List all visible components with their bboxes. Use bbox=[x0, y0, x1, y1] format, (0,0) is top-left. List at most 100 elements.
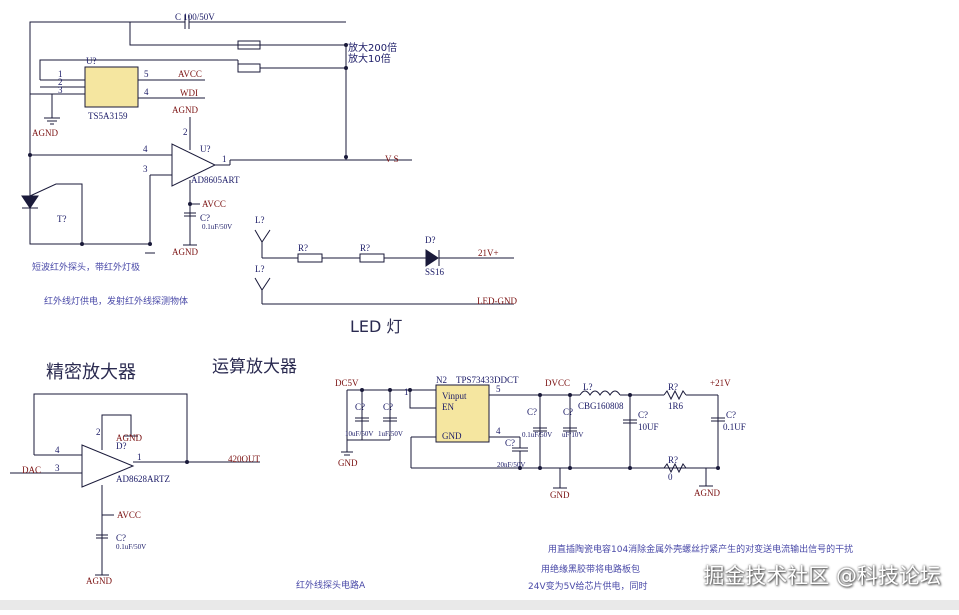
ldo-part: TPS73433DDCT bbox=[456, 375, 519, 385]
note-24v-to-5v: 24V变为5V给芯片供电，同时 bbox=[528, 580, 648, 592]
c-in1-val: 10uF/50V bbox=[345, 430, 373, 438]
net-agnd-d: AGND bbox=[116, 433, 142, 443]
ldo-ref: N2 bbox=[436, 375, 447, 385]
precision-c-ref: C? bbox=[116, 533, 126, 543]
inductor-part: CBG160808 bbox=[578, 401, 624, 411]
led-resistor-1 bbox=[297, 253, 323, 263]
mux-pin5: 5 bbox=[144, 69, 149, 79]
net-420out: 420OUT bbox=[228, 454, 260, 464]
ferrite-bead bbox=[579, 390, 621, 396]
junctions bbox=[28, 43, 720, 470]
net-agnd-c: AGND bbox=[172, 247, 198, 257]
net-agnd-right: AGND bbox=[694, 488, 720, 498]
c-in2-ref: C? bbox=[383, 402, 393, 412]
c-right-ref: C? bbox=[726, 410, 736, 420]
mux-chip-body bbox=[84, 66, 139, 108]
opamp-d-pin2: 2 bbox=[96, 427, 101, 437]
mux-pin2: 2 bbox=[58, 77, 63, 87]
opamp-d-pin3: 3 bbox=[55, 463, 60, 473]
c-in2-val: 1uF/50V bbox=[378, 430, 403, 438]
mux-pin1: 1 bbox=[58, 69, 63, 79]
net-dvcc: DVCC bbox=[545, 378, 570, 388]
note-insulation: 用绝缘黑胶带将电路板包 bbox=[541, 563, 640, 575]
opamp-u-pin2: 2 bbox=[183, 127, 188, 137]
ldo-pin4: 4 bbox=[496, 426, 501, 436]
net-dc5v: DC5V bbox=[335, 378, 359, 388]
r1-val: 1R6 bbox=[668, 401, 684, 411]
ldo-vinput: Vinput bbox=[442, 391, 467, 401]
c-bypass-val: 0.1uF/50V bbox=[202, 223, 232, 231]
bottom-scrollbar[interactable] bbox=[0, 600, 959, 610]
net-wdi: WDI bbox=[180, 88, 198, 98]
probe-circuit-label: 红外线探头电路A bbox=[296, 579, 366, 591]
net-led-gnd: LED-GND bbox=[477, 296, 517, 306]
led-l1: L? bbox=[255, 215, 265, 225]
net-avcc-d: AVCC bbox=[117, 510, 141, 520]
r2-val: 0 bbox=[668, 472, 673, 482]
net-21v: 21V+ bbox=[478, 248, 499, 258]
r2-ref: R? bbox=[668, 455, 678, 465]
opamp-d-pin1: 1 bbox=[137, 452, 142, 462]
net-gnd-left: GND bbox=[338, 458, 358, 468]
gain-10x-label: 放大10倍 bbox=[348, 52, 391, 65]
feedback-wire bbox=[29, 21, 347, 157]
precision-c-val: 0.1uF/50V bbox=[116, 543, 146, 551]
opamp-d-body bbox=[81, 444, 135, 488]
net-plus-21v: +21V bbox=[710, 378, 731, 388]
opamp-u-body bbox=[171, 143, 217, 187]
opamp-u-pin4: 4 bbox=[143, 144, 148, 154]
led-diode bbox=[425, 249, 439, 267]
net-agnd-mux: AGND bbox=[32, 128, 58, 138]
mux-ref: U? bbox=[86, 56, 97, 66]
precision-amp-title: 精密放大器 bbox=[46, 362, 136, 383]
opamp-u-part: AD8605ART bbox=[191, 175, 240, 185]
inductor-ref: L? bbox=[583, 382, 593, 392]
c-out2-ref: C? bbox=[563, 407, 573, 417]
resistor-r2 bbox=[663, 462, 687, 474]
led-r2: R? bbox=[360, 243, 370, 253]
opamp-title: 运算放大器 bbox=[212, 357, 297, 377]
c-out1-val: 0.1uF/50V bbox=[522, 431, 552, 439]
led-d-ref: D? bbox=[425, 235, 436, 245]
ldo-pin5: 5 bbox=[496, 384, 501, 394]
watermark: 掘金技术社区 @科技论坛 bbox=[703, 564, 941, 588]
c-right-val: 0.1UF bbox=[723, 422, 746, 432]
ldo-chip-body bbox=[435, 384, 490, 443]
net-agnd-d-bottom: AGND bbox=[86, 576, 112, 586]
r1-ref: R? bbox=[668, 382, 678, 392]
opamp-d-part: AD8628ARTZ bbox=[116, 474, 170, 484]
resistor-10x bbox=[237, 63, 261, 73]
net-agnd-u: AGND bbox=[172, 105, 198, 115]
opamp-d-ref: D? bbox=[116, 441, 127, 451]
wires bbox=[10, 15, 725, 576]
c-mid-ref: C? bbox=[638, 410, 648, 420]
mux-pin4: 4 bbox=[144, 87, 149, 97]
led-d-part: SS16 bbox=[425, 267, 445, 277]
led-resistor-2 bbox=[359, 253, 385, 263]
sensor-diode bbox=[21, 195, 39, 209]
c-bypass-ref: C? bbox=[200, 213, 210, 223]
mux-part: TS5A3159 bbox=[88, 111, 128, 121]
c-feedback-label: C 100/50V bbox=[175, 12, 215, 22]
net-vs: V S bbox=[385, 154, 399, 164]
sensor-ref: T? bbox=[57, 214, 67, 224]
c-out2-val: uF/10V bbox=[562, 431, 583, 439]
c-out1-ref: C? bbox=[527, 407, 537, 417]
led-title: LED 灯 bbox=[350, 317, 402, 336]
led-r1: R? bbox=[298, 243, 308, 253]
ldo-pin1: 1 bbox=[404, 387, 409, 397]
note-ceramic-cap: 用直插陶瓷电容104消除金属外壳螺丝拧紧产生的对变送电流输出信号的干扰 bbox=[548, 543, 853, 555]
resistor-r1 bbox=[663, 389, 687, 401]
net-dac: DAC bbox=[22, 465, 41, 475]
led-l2: L? bbox=[255, 264, 265, 274]
opamp-d-pin4: 4 bbox=[55, 445, 60, 455]
c-nr-val: 20nF/50V bbox=[497, 461, 525, 469]
note-power: 红外线灯供电，发射红外线探测物体 bbox=[44, 295, 188, 307]
c-in1-ref: C? bbox=[355, 402, 365, 412]
opamp-u-pin1: 1 bbox=[222, 154, 227, 164]
mux-pin3: 3 bbox=[58, 85, 63, 95]
c-mid-val: 10UF bbox=[638, 422, 659, 432]
note-probe: 短波红外探头，带红外灯极 bbox=[32, 261, 140, 273]
opamp-u-ref: U? bbox=[200, 144, 211, 154]
